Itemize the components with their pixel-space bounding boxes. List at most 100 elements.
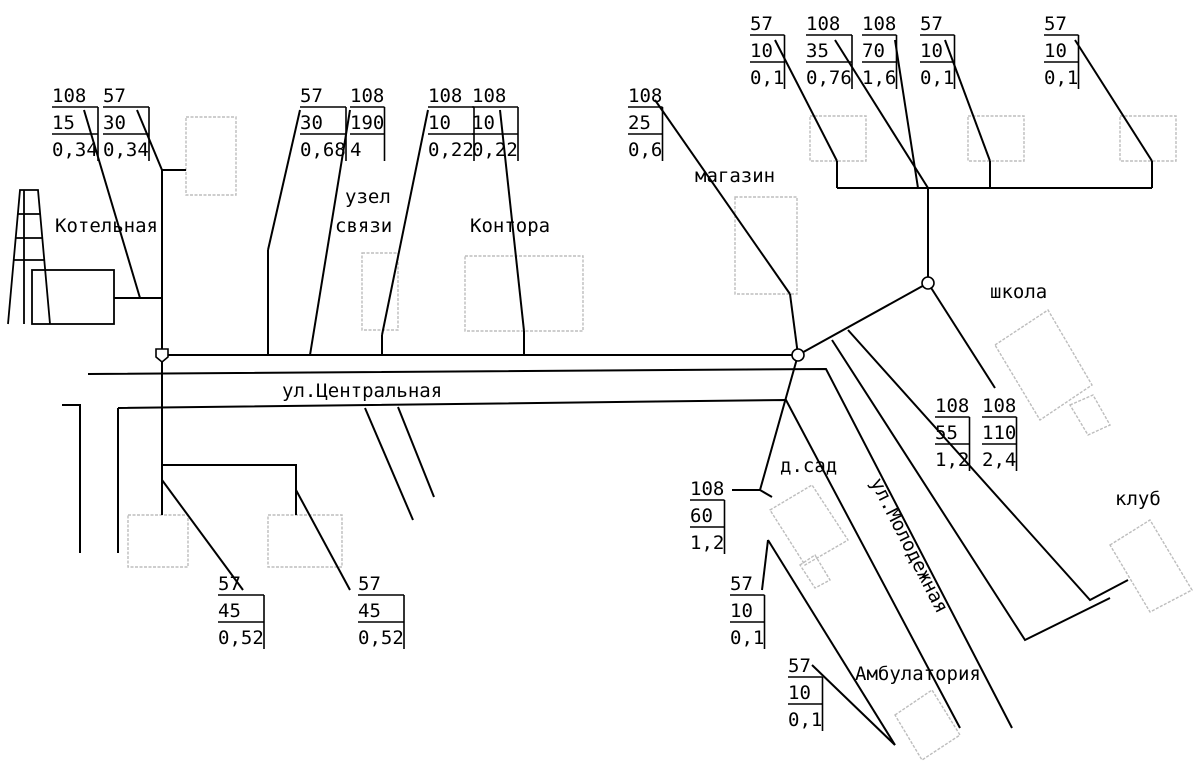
buildings bbox=[127, 115, 1193, 761]
label-klub: клуб bbox=[1115, 488, 1161, 510]
label-ul-centralnaya: ул.Центральная bbox=[282, 380, 442, 402]
street-centralnaya-bottom bbox=[117, 398, 961, 729]
pipe-length-value: 10 bbox=[730, 600, 753, 622]
branch-to-klub bbox=[847, 329, 1129, 602]
building-bottom-1 bbox=[127, 514, 189, 568]
leader-11 bbox=[944, 39, 991, 162]
pipe-diameter-value: 57 bbox=[103, 85, 126, 107]
street-branch-2 bbox=[397, 406, 435, 498]
pipe-length-value: 10 bbox=[750, 40, 773, 62]
leader-5 bbox=[381, 109, 429, 336]
leader-7 bbox=[654, 99, 791, 295]
pipe-length-value: 10 bbox=[428, 112, 451, 134]
pipe-annotation: 108 35 0,76 bbox=[806, 13, 853, 89]
pipe-flow-value: 2,4 bbox=[982, 449, 1016, 471]
pipe-flow-value: 0,68 bbox=[300, 139, 346, 161]
leader-4 bbox=[309, 109, 351, 356]
pipe-diameter-value: 57 bbox=[218, 573, 241, 595]
building-dsad-annex bbox=[799, 554, 831, 589]
pipe-flow-value: 1,2 bbox=[690, 532, 724, 554]
pipe-length-value: 10 bbox=[472, 112, 495, 134]
pipe-length-value: 30 bbox=[103, 112, 126, 134]
branch-to-magazin bbox=[789, 293, 799, 356]
pipe-flow-value: 0,6 bbox=[628, 139, 662, 161]
boiler-house bbox=[7, 189, 115, 325]
pipe-length-value: 10 bbox=[788, 682, 811, 704]
label-ul-molodezhnaya: ул.Молодежная bbox=[866, 474, 953, 616]
pipe-length-value: 10 bbox=[1044, 40, 1067, 62]
pipe-flow-value: 0,1 bbox=[730, 627, 764, 649]
leader-15 bbox=[811, 664, 896, 746]
pipe-diameter-value: 108 bbox=[628, 85, 662, 107]
street-centralnaya-top bbox=[87, 367, 1013, 729]
building-ambulatoriya bbox=[894, 689, 961, 761]
boiler-chimney bbox=[7, 189, 51, 325]
pipe-length-value: 45 bbox=[218, 600, 241, 622]
leader-6 bbox=[499, 109, 525, 332]
leader-17 bbox=[295, 489, 351, 591]
pipe-length-value: 110 bbox=[982, 422, 1016, 444]
pipe-length-value: 35 bbox=[806, 40, 829, 62]
building-dsad bbox=[769, 484, 849, 566]
label-shkola: школа bbox=[990, 281, 1047, 303]
pipe-flow-value: 0,76 bbox=[806, 67, 852, 89]
leader-16 bbox=[161, 479, 244, 591]
pipe-diameter-value: 108 bbox=[862, 13, 896, 35]
pipe-length-value: 70 bbox=[862, 40, 885, 62]
pipe-flow-value: 0,22 bbox=[428, 139, 474, 161]
street-left-stub-1 bbox=[62, 404, 81, 553]
streets bbox=[62, 367, 1013, 729]
node-right bbox=[921, 276, 935, 290]
pipe-flow-value: 0,1 bbox=[788, 709, 822, 731]
leader-lines bbox=[83, 39, 1153, 746]
pipe-annotation: 108 110 2,4 bbox=[982, 395, 1018, 471]
pipe-diameter-value: 57 bbox=[1044, 13, 1067, 35]
pipe-diameter-value: 57 bbox=[730, 573, 753, 595]
pipe-diameter-value: 57 bbox=[300, 85, 323, 107]
pipe-diameter-value: 108 bbox=[935, 395, 969, 417]
pipe-diameter-value: 108 bbox=[472, 85, 506, 107]
building-shkola bbox=[994, 309, 1093, 421]
leader-10 bbox=[894, 39, 919, 189]
pipe-diameter-value: 108 bbox=[806, 13, 840, 35]
label-kontora: Контора bbox=[470, 215, 550, 237]
building-uzel-svyazi bbox=[361, 252, 399, 331]
pipe-annotation: 57 10 0,1 bbox=[788, 655, 824, 731]
pipe-length-value: 10 bbox=[920, 40, 943, 62]
building-bottom-2 bbox=[267, 514, 343, 568]
pipe-length-value: 30 bbox=[300, 112, 323, 134]
building-top-left bbox=[185, 116, 237, 196]
branch-bottom bbox=[162, 464, 297, 515]
pipe-flow-value: 0,1 bbox=[750, 67, 784, 89]
branch-to-ambulatoriya bbox=[767, 539, 896, 746]
pipe-diameter-value: 108 bbox=[982, 395, 1016, 417]
pipe-length-value: 15 bbox=[52, 112, 75, 134]
label-magazin: магазин bbox=[695, 165, 775, 187]
pipe-flow-value: 0,1 bbox=[920, 67, 954, 89]
boiler-building bbox=[31, 269, 115, 325]
street-branch-1 bbox=[364, 407, 414, 521]
leader-9 bbox=[834, 39, 929, 189]
pipe-flow-value: 0,52 bbox=[358, 627, 404, 649]
pipe-diameter-value: 57 bbox=[788, 655, 811, 677]
trunk-diag-up bbox=[797, 282, 929, 356]
pipe-flow-value: 0,34 bbox=[52, 139, 98, 161]
label-kotelnaya: Котельная bbox=[55, 215, 158, 237]
pipe-flow-value: 0,34 bbox=[103, 139, 149, 161]
branch-klub-loop bbox=[831, 339, 1111, 642]
label-dsad: д.сад bbox=[780, 455, 837, 477]
building-magazin bbox=[734, 196, 798, 295]
building-shkola-annex bbox=[1068, 394, 1111, 436]
pipe-diameter-value: 108 bbox=[690, 478, 724, 500]
branch-to-shkola bbox=[927, 282, 996, 389]
